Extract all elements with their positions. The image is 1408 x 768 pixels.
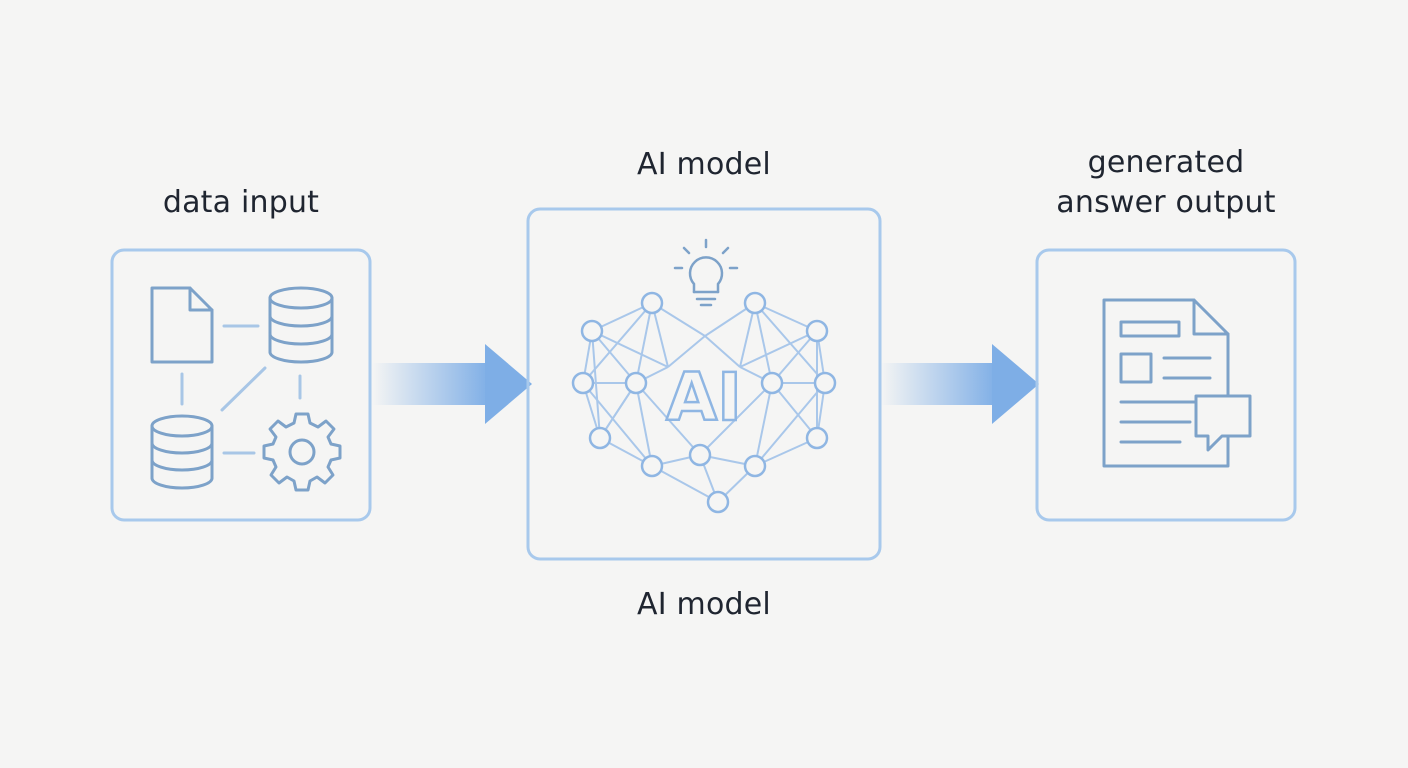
input-stage: [110, 248, 372, 522]
model-stage: AI: [526, 207, 882, 561]
database-icon-2: [150, 414, 214, 490]
output-stage: [1035, 248, 1297, 522]
input-stage-label: data input: [162, 185, 320, 220]
database-icon: [268, 286, 334, 364]
model-stage-label-bottom: AI model: [637, 587, 771, 622]
neural-network-icon: [571, 291, 837, 514]
gear-icon: [262, 412, 342, 492]
input-connectors: [180, 324, 302, 455]
lightbulb-icon: [673, 238, 739, 307]
report-document-icon: [1102, 298, 1230, 468]
flow-arrow-input-to-model: [372, 344, 532, 424]
model-stage-label-top: AI model: [637, 147, 771, 182]
output-stage-frame: [1035, 248, 1297, 522]
input-stage-frame: [110, 248, 372, 522]
document-icon: [150, 286, 214, 364]
model-center-text: AI: [666, 359, 742, 436]
flow-arrow-model-to-output: [880, 344, 1039, 424]
chat-bubble-icon: [1194, 394, 1252, 452]
output-stage-label: generated answer output: [1056, 145, 1276, 220]
